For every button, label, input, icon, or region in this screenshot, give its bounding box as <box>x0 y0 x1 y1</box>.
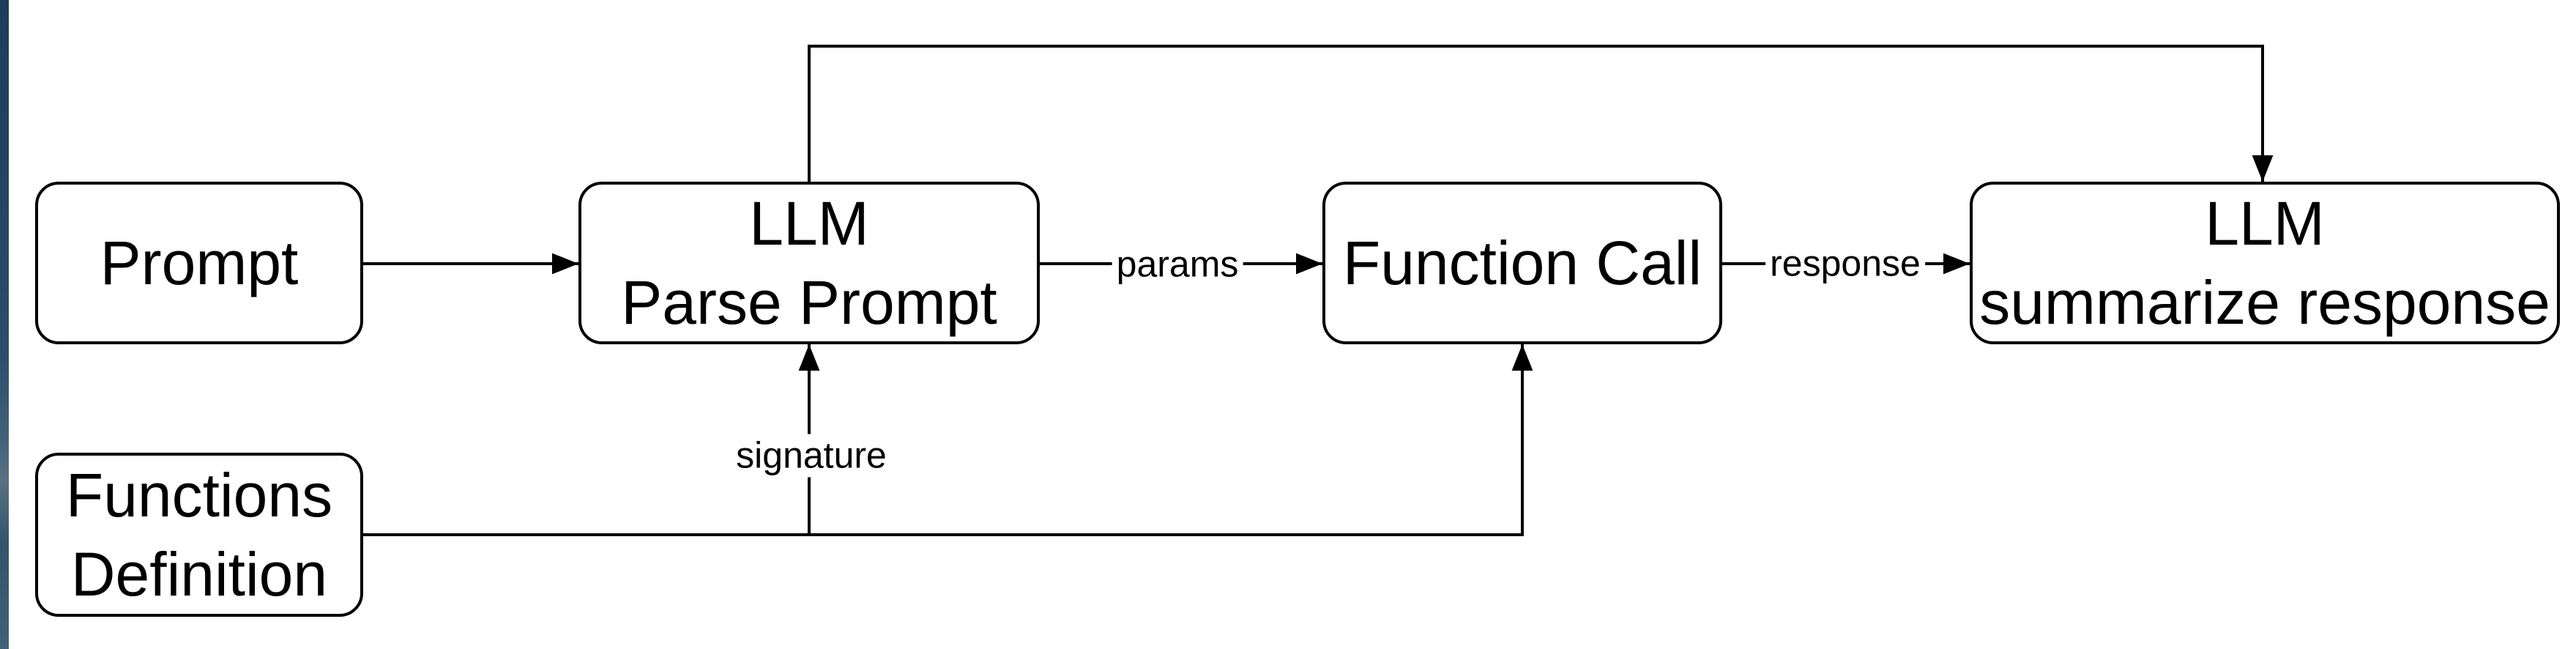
node-llm-summarize-response: LLM summarize response <box>1970 182 2560 344</box>
edge-label-response: response <box>1765 242 1925 286</box>
node-function-call: Function Call <box>1322 182 1722 344</box>
edge-functions-definition-to-function-call <box>363 344 1533 536</box>
window-edge-strip <box>0 0 9 649</box>
node-prompt: Prompt <box>35 182 363 344</box>
node-functions-definition: Functions Definition <box>35 453 363 617</box>
node-llm-parse-prompt: LLM Parse Prompt <box>578 182 1040 344</box>
edge-label-params: params <box>1112 242 1243 286</box>
edge-label-signature: signature <box>732 434 891 478</box>
edge-parse-prompt-to-summarize-feedback <box>808 45 2274 182</box>
